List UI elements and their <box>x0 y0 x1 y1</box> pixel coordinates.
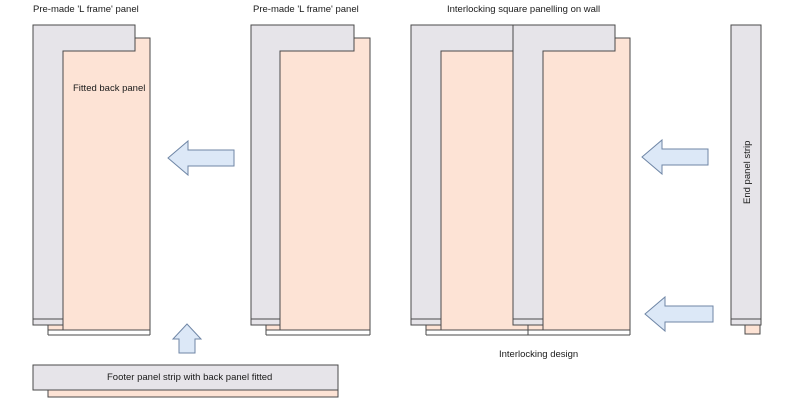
l-frame-panel-2 <box>250 24 371 336</box>
fitted-back-panel-label: Fitted back panel <box>73 83 145 94</box>
arrow-up <box>171 323 203 354</box>
interlocking-panelling <box>410 24 631 336</box>
arrow-left-3 <box>644 295 714 333</box>
footer-strip-label: Footer panel strip with back panel fitte… <box>107 372 272 383</box>
arrow-left-1 <box>167 139 235 177</box>
end-panel-strip <box>730 24 762 335</box>
back-panel-3b <box>527 37 631 331</box>
footer-panel-strip <box>32 364 339 398</box>
end-strip-frame <box>730 24 762 326</box>
back-panel-2 <box>265 37 371 331</box>
back-panel-1 <box>47 37 151 331</box>
l-frame-panel-1 <box>32 24 151 336</box>
panel-3-title: Interlocking square panelling on wall <box>447 4 600 15</box>
footer-frame <box>32 364 339 391</box>
arrow-left-2 <box>641 138 709 176</box>
panel-2-title: Pre-made 'L frame' panel <box>253 4 359 15</box>
interlocking-design-label: Interlocking design <box>499 349 578 360</box>
end-panel-strip-label: End panel strip <box>742 141 753 204</box>
panel-1-title: Pre-made 'L frame' panel <box>33 4 139 15</box>
